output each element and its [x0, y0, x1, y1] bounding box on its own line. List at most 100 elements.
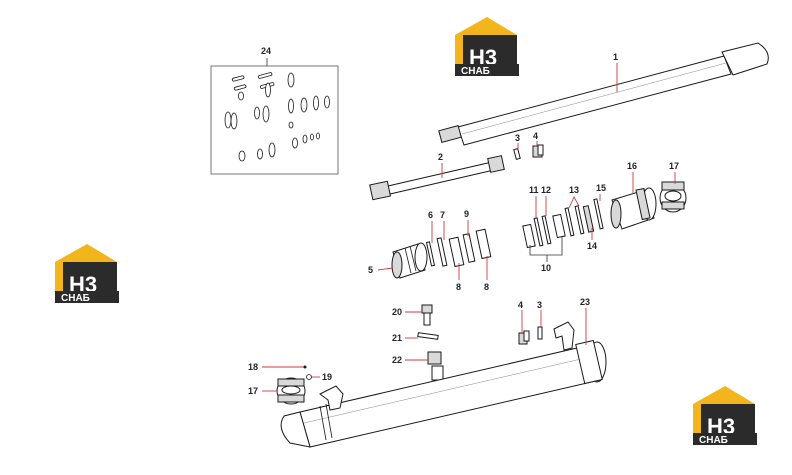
callout-16: 16 — [627, 161, 637, 171]
bushing-band — [661, 181, 685, 191]
logo-wordmark: СНАБ — [61, 293, 90, 304]
o-ring — [268, 142, 276, 158]
bushing-17-lower: 17 — [248, 377, 306, 405]
logo-top: H3 СНАБ — [455, 17, 519, 77]
seal-9 — [462, 233, 476, 263]
barrel-body — [299, 344, 601, 448]
callout-8b: 8 — [484, 282, 489, 292]
callout-3b: 3 — [537, 300, 542, 310]
callout-4a: 4 — [533, 131, 538, 141]
nut-4b — [537, 144, 544, 156]
seal-6 — [425, 241, 436, 267]
gland-face — [391, 251, 403, 279]
ring-13b — [574, 205, 585, 235]
callout-19: 19 — [322, 372, 332, 382]
callout-14: 14 — [587, 241, 597, 251]
callout-2: 2 — [438, 152, 443, 162]
o-ring — [262, 105, 270, 123]
grease-nipple-18 — [303, 365, 307, 369]
barrel-port-elbow — [553, 321, 575, 351]
ring-13a — [564, 207, 575, 237]
seal-kit-24: 24 — [210, 46, 339, 175]
callout-23: 23 — [580, 297, 590, 307]
callout-8a: 8 — [456, 282, 461, 292]
callout-15: 15 — [596, 183, 606, 193]
barrel-head-ring — [575, 339, 603, 385]
logo-bottom-right: H3 СНАБ — [693, 386, 757, 446]
o-ring — [288, 98, 294, 114]
callout-13: 13 — [569, 185, 579, 195]
o-ring — [238, 91, 244, 101]
ring-10a — [522, 223, 536, 249]
callout-17a: 17 — [669, 161, 679, 171]
leader-5 — [377, 267, 394, 271]
o-ring — [265, 82, 271, 98]
ring-12 — [541, 215, 552, 245]
tie-rod-left-nut — [369, 180, 392, 201]
grease-fitting-20-stem — [423, 312, 431, 326]
washer-3-lower — [537, 326, 543, 340]
tie-rod-2: 2 — [369, 152, 505, 201]
o-ring — [224, 111, 232, 129]
callout-7: 7 — [440, 210, 445, 220]
tie-rod-right-nut — [487, 155, 505, 173]
callout-10: 10 — [541, 263, 551, 273]
o-ring — [310, 133, 314, 141]
callout-12: 12 — [541, 185, 551, 195]
seal-strip — [233, 84, 247, 91]
small-parts-middle: 20 21 22 — [392, 304, 444, 381]
logo-band — [455, 64, 519, 76]
bushing-band — [277, 378, 305, 387]
washer-3 — [513, 148, 521, 160]
grease-fitting-20 — [421, 304, 433, 314]
o-ring — [254, 106, 260, 120]
logo-wordmark: СНАБ — [461, 66, 490, 77]
bushing-inner — [664, 190, 682, 202]
callout-4b: 4 — [518, 300, 523, 310]
rod-eye-end — [721, 42, 769, 76]
ring-15 — [593, 198, 604, 230]
sleeve-22 — [431, 365, 444, 381]
callout-17b: 17 — [248, 386, 258, 396]
barrel-rib — [325, 403, 333, 439]
piston-collar — [635, 187, 651, 221]
bushing-inner — [281, 385, 301, 395]
seal-8b — [475, 228, 492, 260]
ring-11 — [533, 217, 544, 247]
o-ring — [288, 121, 294, 129]
piston-16: 16 — [610, 161, 657, 230]
callout-18: 18 — [248, 362, 258, 372]
ring-10b — [552, 213, 566, 239]
logo-band — [55, 291, 119, 303]
o-ring — [257, 148, 263, 160]
cylinder-barrel-23: 23 — [280, 297, 607, 448]
washer-19 — [306, 374, 312, 380]
small-parts-lower: 4 3 — [518, 300, 543, 345]
nut-22 — [427, 351, 442, 365]
callout-21: 21 — [392, 333, 402, 343]
callout-5: 5 — [368, 265, 373, 275]
grease-nipple-18-19: 18 19 — [248, 362, 332, 382]
o-ring — [300, 97, 308, 113]
barrel-port-elbow-lower — [319, 385, 344, 411]
barrel-highlight — [303, 355, 595, 424]
logo-wordmark: СНАБ — [699, 435, 728, 446]
callout-20: 20 — [392, 307, 402, 317]
rod-thread-end — [438, 125, 462, 143]
seal-8a — [448, 236, 465, 268]
bushing-band — [661, 201, 685, 210]
tie-rod-body — [387, 161, 495, 195]
gland-ring — [404, 247, 412, 274]
piston-rod-1: 1 — [438, 42, 769, 146]
logo-left: H3 СНАБ — [55, 244, 119, 304]
bracket-10 — [529, 237, 563, 256]
bushing-17-upper: 17 — [659, 161, 687, 213]
seals-6-9: 6 7 8 9 8 — [425, 209, 492, 292]
callout-22: 22 — [392, 355, 402, 365]
bushing-band — [277, 394, 305, 403]
gland-ring — [409, 245, 417, 272]
piston-face — [610, 199, 622, 229]
callout-1: 1 — [613, 52, 618, 62]
barrel-eye-end — [280, 411, 311, 448]
